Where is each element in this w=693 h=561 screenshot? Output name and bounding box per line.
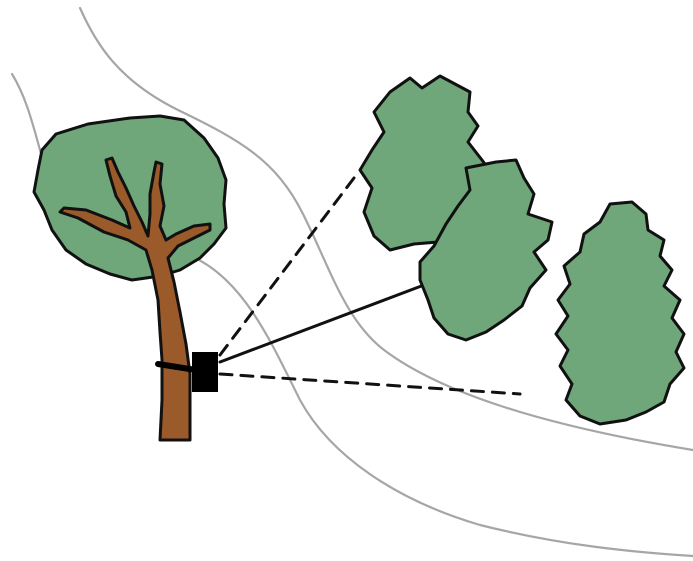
sight-line-upper-dashed [218, 172, 359, 357]
sight-line-lower-dashed [218, 372, 522, 396]
tree [32, 114, 228, 442]
shrub-right [554, 200, 686, 426]
shrub-front [418, 158, 554, 342]
sight-lines [218, 172, 522, 396]
camera-strap [155, 361, 199, 373]
camera-icon [192, 352, 218, 392]
tree-trunk [58, 156, 212, 442]
sight-line-center-solid [218, 283, 426, 364]
shrubs [358, 74, 686, 426]
camera-trap [155, 352, 218, 392]
